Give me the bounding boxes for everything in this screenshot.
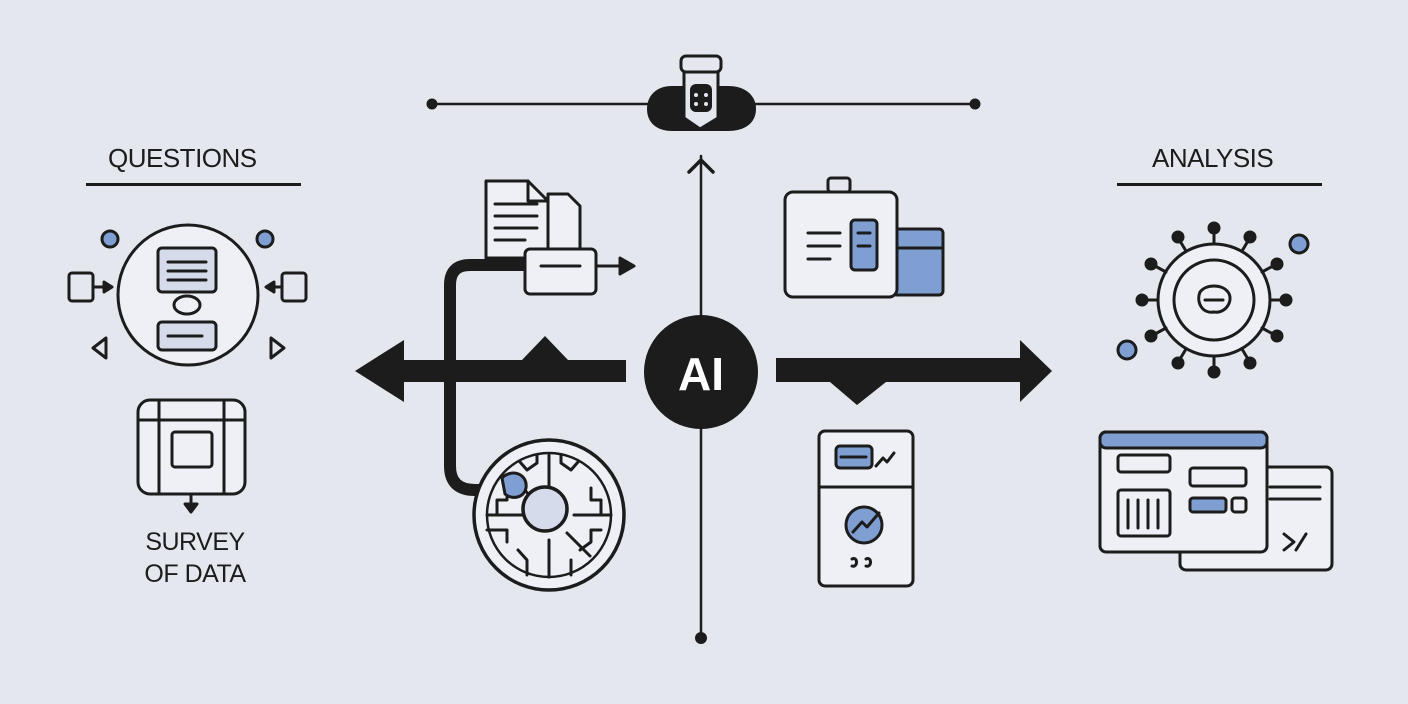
document-export-icon [484, 179, 636, 296]
analysis-heading: ANALYSIS [1152, 143, 1274, 173]
survey-label-line-1: SURVEY [145, 528, 245, 556]
analysis-gear-icon [1116, 221, 1310, 379]
id-card-icon [783, 176, 945, 299]
survey-label-line-2: OF DATA [144, 560, 246, 588]
report-card-icon [817, 429, 915, 588]
processing-wheel-icon [472, 438, 626, 592]
survey-label: SURVEY OF DATA [120, 526, 270, 590]
robot-head-cloud-icon [647, 54, 756, 131]
ai-badge-label: AI [678, 348, 724, 400]
ai-badge [644, 315, 758, 429]
questionnaire-flow-icon [67, 223, 308, 367]
analysis-rule [1117, 183, 1322, 186]
questions-rule [86, 183, 301, 186]
dashboard-windows-icon [1098, 430, 1334, 572]
questions-heading: QUESTIONS [108, 143, 257, 173]
left-arrow [355, 336, 626, 402]
flow-connector [444, 259, 533, 496]
survey-frame-icon [136, 398, 247, 514]
right-arrow [776, 340, 1052, 405]
